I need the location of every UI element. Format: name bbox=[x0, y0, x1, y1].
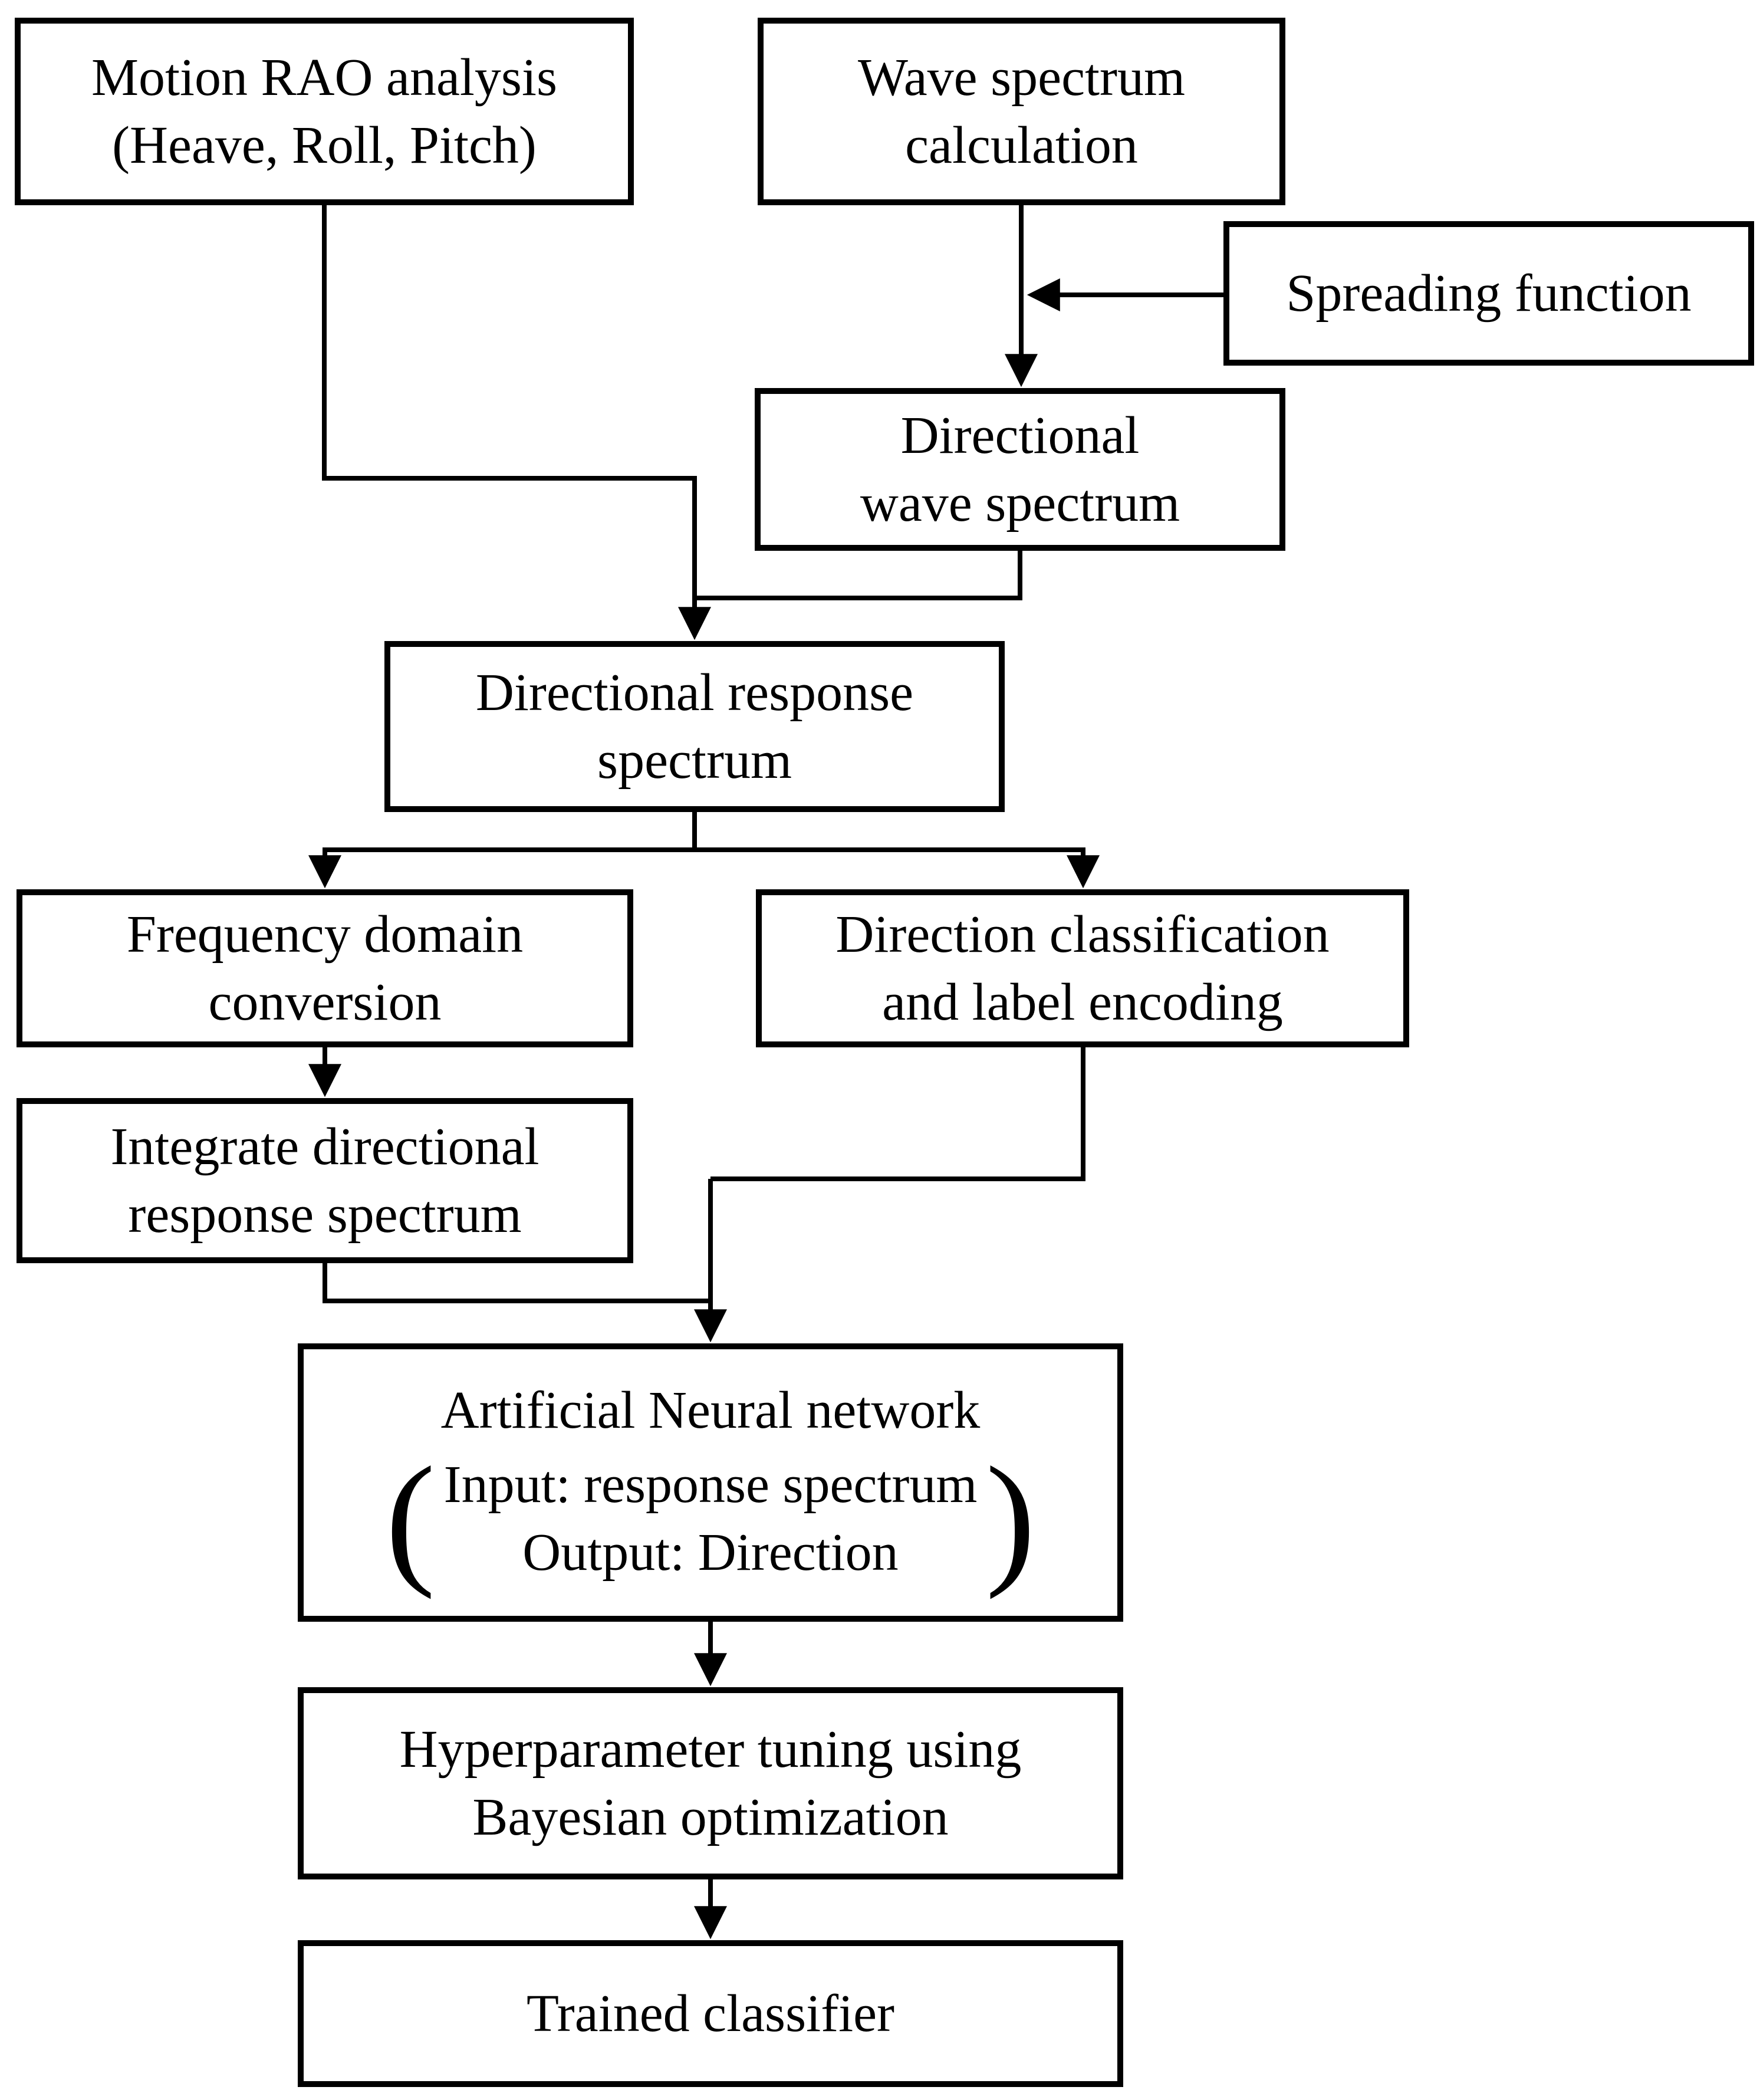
node-label-line: Output: Direction bbox=[522, 1523, 899, 1582]
node-label-line: Frequency domain bbox=[126, 905, 524, 964]
close-paren: ) bbox=[985, 1437, 1036, 1600]
node-wave-spectrum-calculation: Wave spectrum calculation bbox=[758, 18, 1285, 205]
node-label-line: Wave spectrum bbox=[857, 48, 1186, 107]
node-label-line: Integrate directional bbox=[110, 1118, 539, 1176]
node-label-line: conversion bbox=[208, 973, 442, 1031]
node-direction-classification: Direction classification and label encod… bbox=[756, 889, 1409, 1047]
node-label-line: Motion RAO analysis bbox=[91, 48, 557, 107]
edge-integrate-join bbox=[323, 1263, 713, 1303]
node-hyperparameter-tuning: Hyperparameter tuning using Bayesian opt… bbox=[298, 1687, 1123, 1879]
node-trained-classifier: Trained classifier bbox=[298, 1940, 1123, 2087]
edge-direction-classification-elbow bbox=[710, 1047, 1085, 1181]
ann-io-group: ( Input: response spectrum Output: Direc… bbox=[377, 1437, 1044, 1600]
node-label-line: Input: response spectrum bbox=[443, 1455, 978, 1514]
node-label-line: wave spectrum bbox=[860, 474, 1180, 533]
edge-motion-rao-to-directional-response bbox=[322, 205, 711, 640]
node-integrate-directional-response: Integrate directional response spectrum bbox=[17, 1098, 633, 1263]
ann-io-lines: Input: response spectrum Output: Directi… bbox=[444, 1451, 978, 1586]
node-label-line: spectrum bbox=[597, 731, 792, 790]
node-label-line: calculation bbox=[905, 116, 1138, 175]
node-label-line: Directional response bbox=[475, 663, 914, 722]
open-paren: ( bbox=[385, 1437, 436, 1600]
node-label-line: Trained classifier bbox=[526, 1984, 895, 2043]
node-label-line: Hyperparameter tuning using bbox=[399, 1720, 1022, 1779]
node-label-line: Artificial Neural network bbox=[440, 1381, 981, 1440]
node-label-line: Bayesian optimization bbox=[472, 1788, 949, 1846]
node-frequency-domain-conversion: Frequency domain conversion bbox=[17, 889, 633, 1047]
node-label-line: Directional bbox=[900, 406, 1140, 465]
node-label-line: response spectrum bbox=[128, 1185, 522, 1244]
node-label-line: and label encoding bbox=[882, 973, 1283, 1031]
node-label-line: Spreading function bbox=[1286, 264, 1692, 323]
node-spreading-function: Spreading function bbox=[1223, 221, 1754, 366]
node-label-line: (Heave, Roll, Pitch) bbox=[112, 116, 537, 175]
node-label-line: Direction classification bbox=[835, 905, 1330, 964]
node-directional-wave-spectrum: Directional wave spectrum bbox=[755, 388, 1285, 551]
edge-directional-wave-join bbox=[697, 551, 1022, 600]
node-artificial-neural-network: Artificial Neural network ( Input: respo… bbox=[298, 1343, 1123, 1622]
node-directional-response-spectrum: Directional response spectrum bbox=[384, 641, 1005, 812]
node-motion-rao-analysis: Motion RAO analysis (Heave, Roll, Pitch) bbox=[15, 18, 634, 205]
